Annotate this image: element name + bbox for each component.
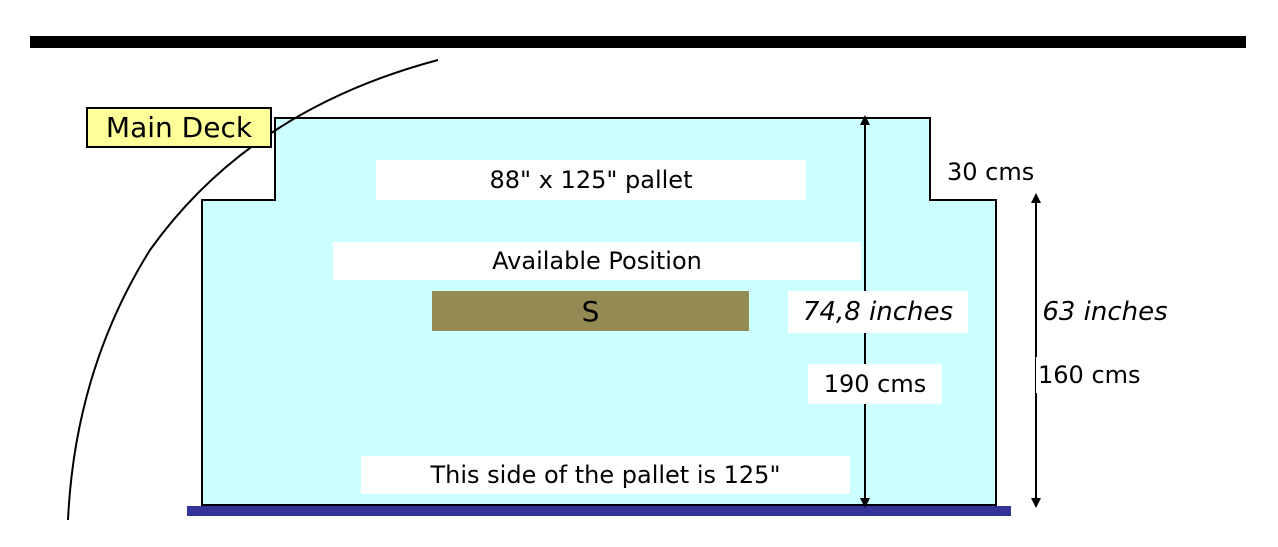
outer-height-inches-label: 63 inches xyxy=(1040,293,1170,331)
outer-height-cms-label: 160 cms xyxy=(1036,357,1148,393)
inner-height-cms-label: 190 cms xyxy=(808,364,942,404)
fuselage-arc xyxy=(67,59,439,521)
main-deck-label: Main Deck xyxy=(86,107,272,148)
available-position-label: Available Position xyxy=(333,242,861,280)
pallet-side-label: This side of the pallet is 125" xyxy=(361,456,850,494)
pallet-size-label: 88" x 125" pallet xyxy=(376,160,806,200)
header-rule xyxy=(30,36,1246,48)
floor-line xyxy=(187,506,1011,516)
inner-height-inches-label: 74,8 inches xyxy=(788,291,968,333)
step-cms-label: 30 cms xyxy=(947,158,1035,186)
position-block[interactable]: S xyxy=(432,291,749,331)
